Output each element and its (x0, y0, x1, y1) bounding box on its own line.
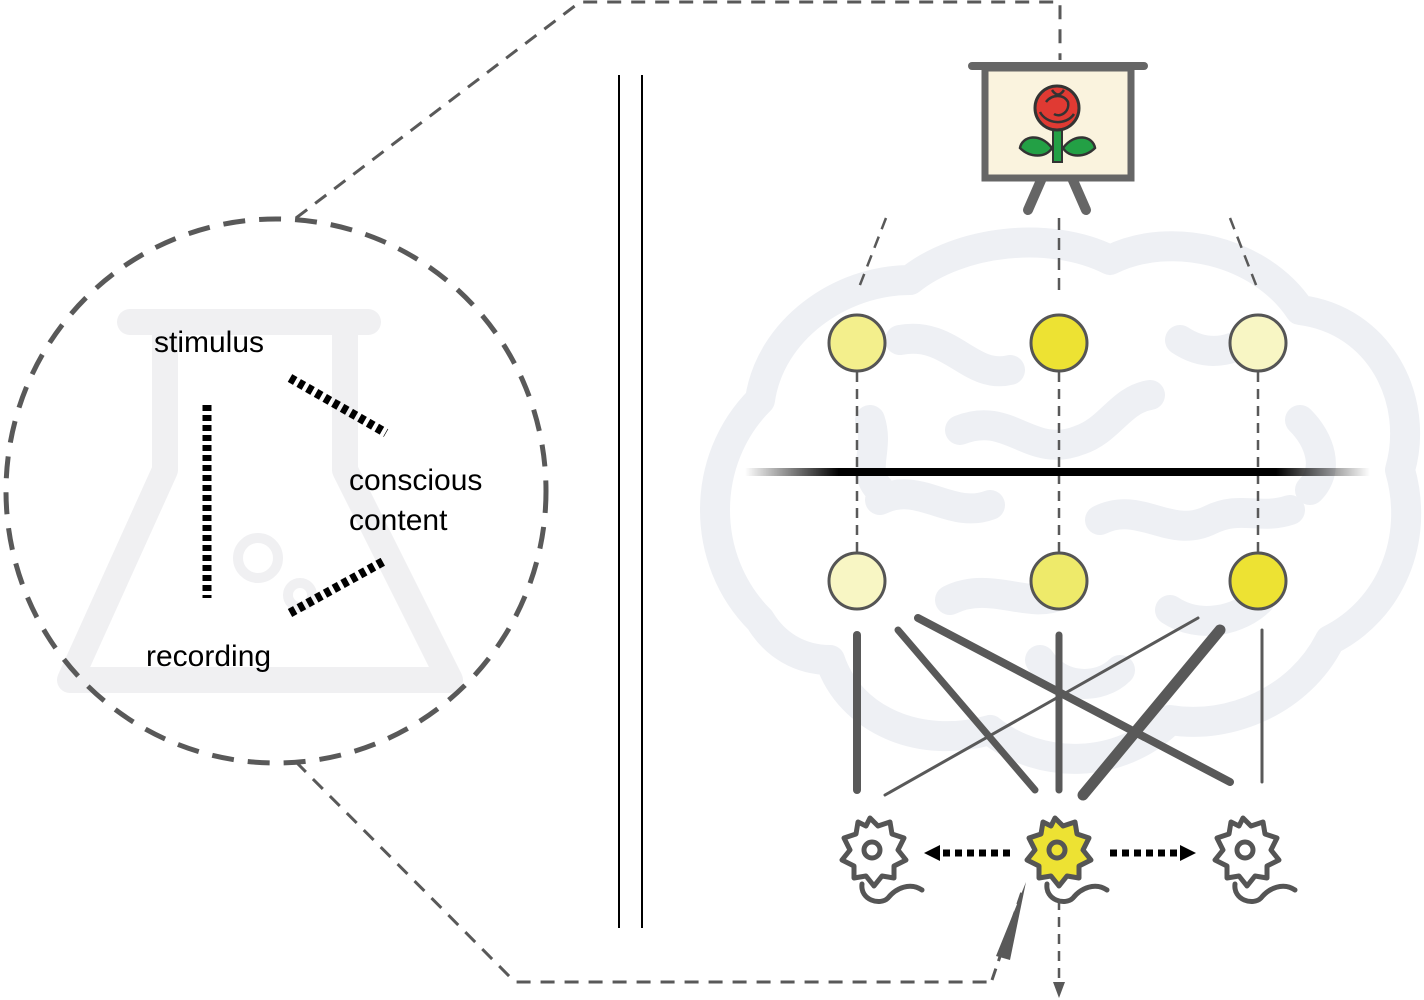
rose-icon (1018, 84, 1097, 163)
separator-double-line (618, 75, 643, 928)
recording-arrow (990, 882, 1026, 981)
neuron-icon-right (1212, 815, 1298, 904)
easel-connections (856, 217, 1260, 291)
label-content: content (349, 504, 448, 537)
bottom-node-row (827, 551, 1288, 611)
arrowhead-left (924, 845, 940, 861)
zoom-connector-lines (294, 0, 1062, 984)
top-node-left (827, 313, 887, 373)
label-stimulus: stimulus (154, 326, 264, 359)
magnifier-circle (3, 216, 549, 766)
bottom-node-left (827, 551, 887, 611)
weighted-connections (853, 614, 1264, 801)
brain-watermark-icon (700, 227, 1422, 774)
neuron-icon-left (839, 815, 925, 904)
threshold-bar (745, 468, 1370, 476)
link-stimulus-conscious (287, 374, 389, 437)
link-recording-conscious (287, 556, 389, 617)
relation-links (202, 374, 389, 617)
label-conscious: conscious (349, 464, 482, 497)
node-row-links (855, 372, 1260, 552)
top-node-center (1029, 313, 1089, 373)
bottom-node-right (1228, 551, 1288, 611)
bottom-node-center (1029, 551, 1089, 611)
flask-watermark-icon (57, 309, 463, 693)
top-node-row (827, 313, 1288, 373)
top-node-right (1228, 313, 1288, 373)
label-recording: recording (146, 640, 271, 673)
output-arrow (1053, 900, 1065, 998)
arrowhead-right (1180, 845, 1196, 861)
neuron-icon-center (1024, 815, 1110, 904)
